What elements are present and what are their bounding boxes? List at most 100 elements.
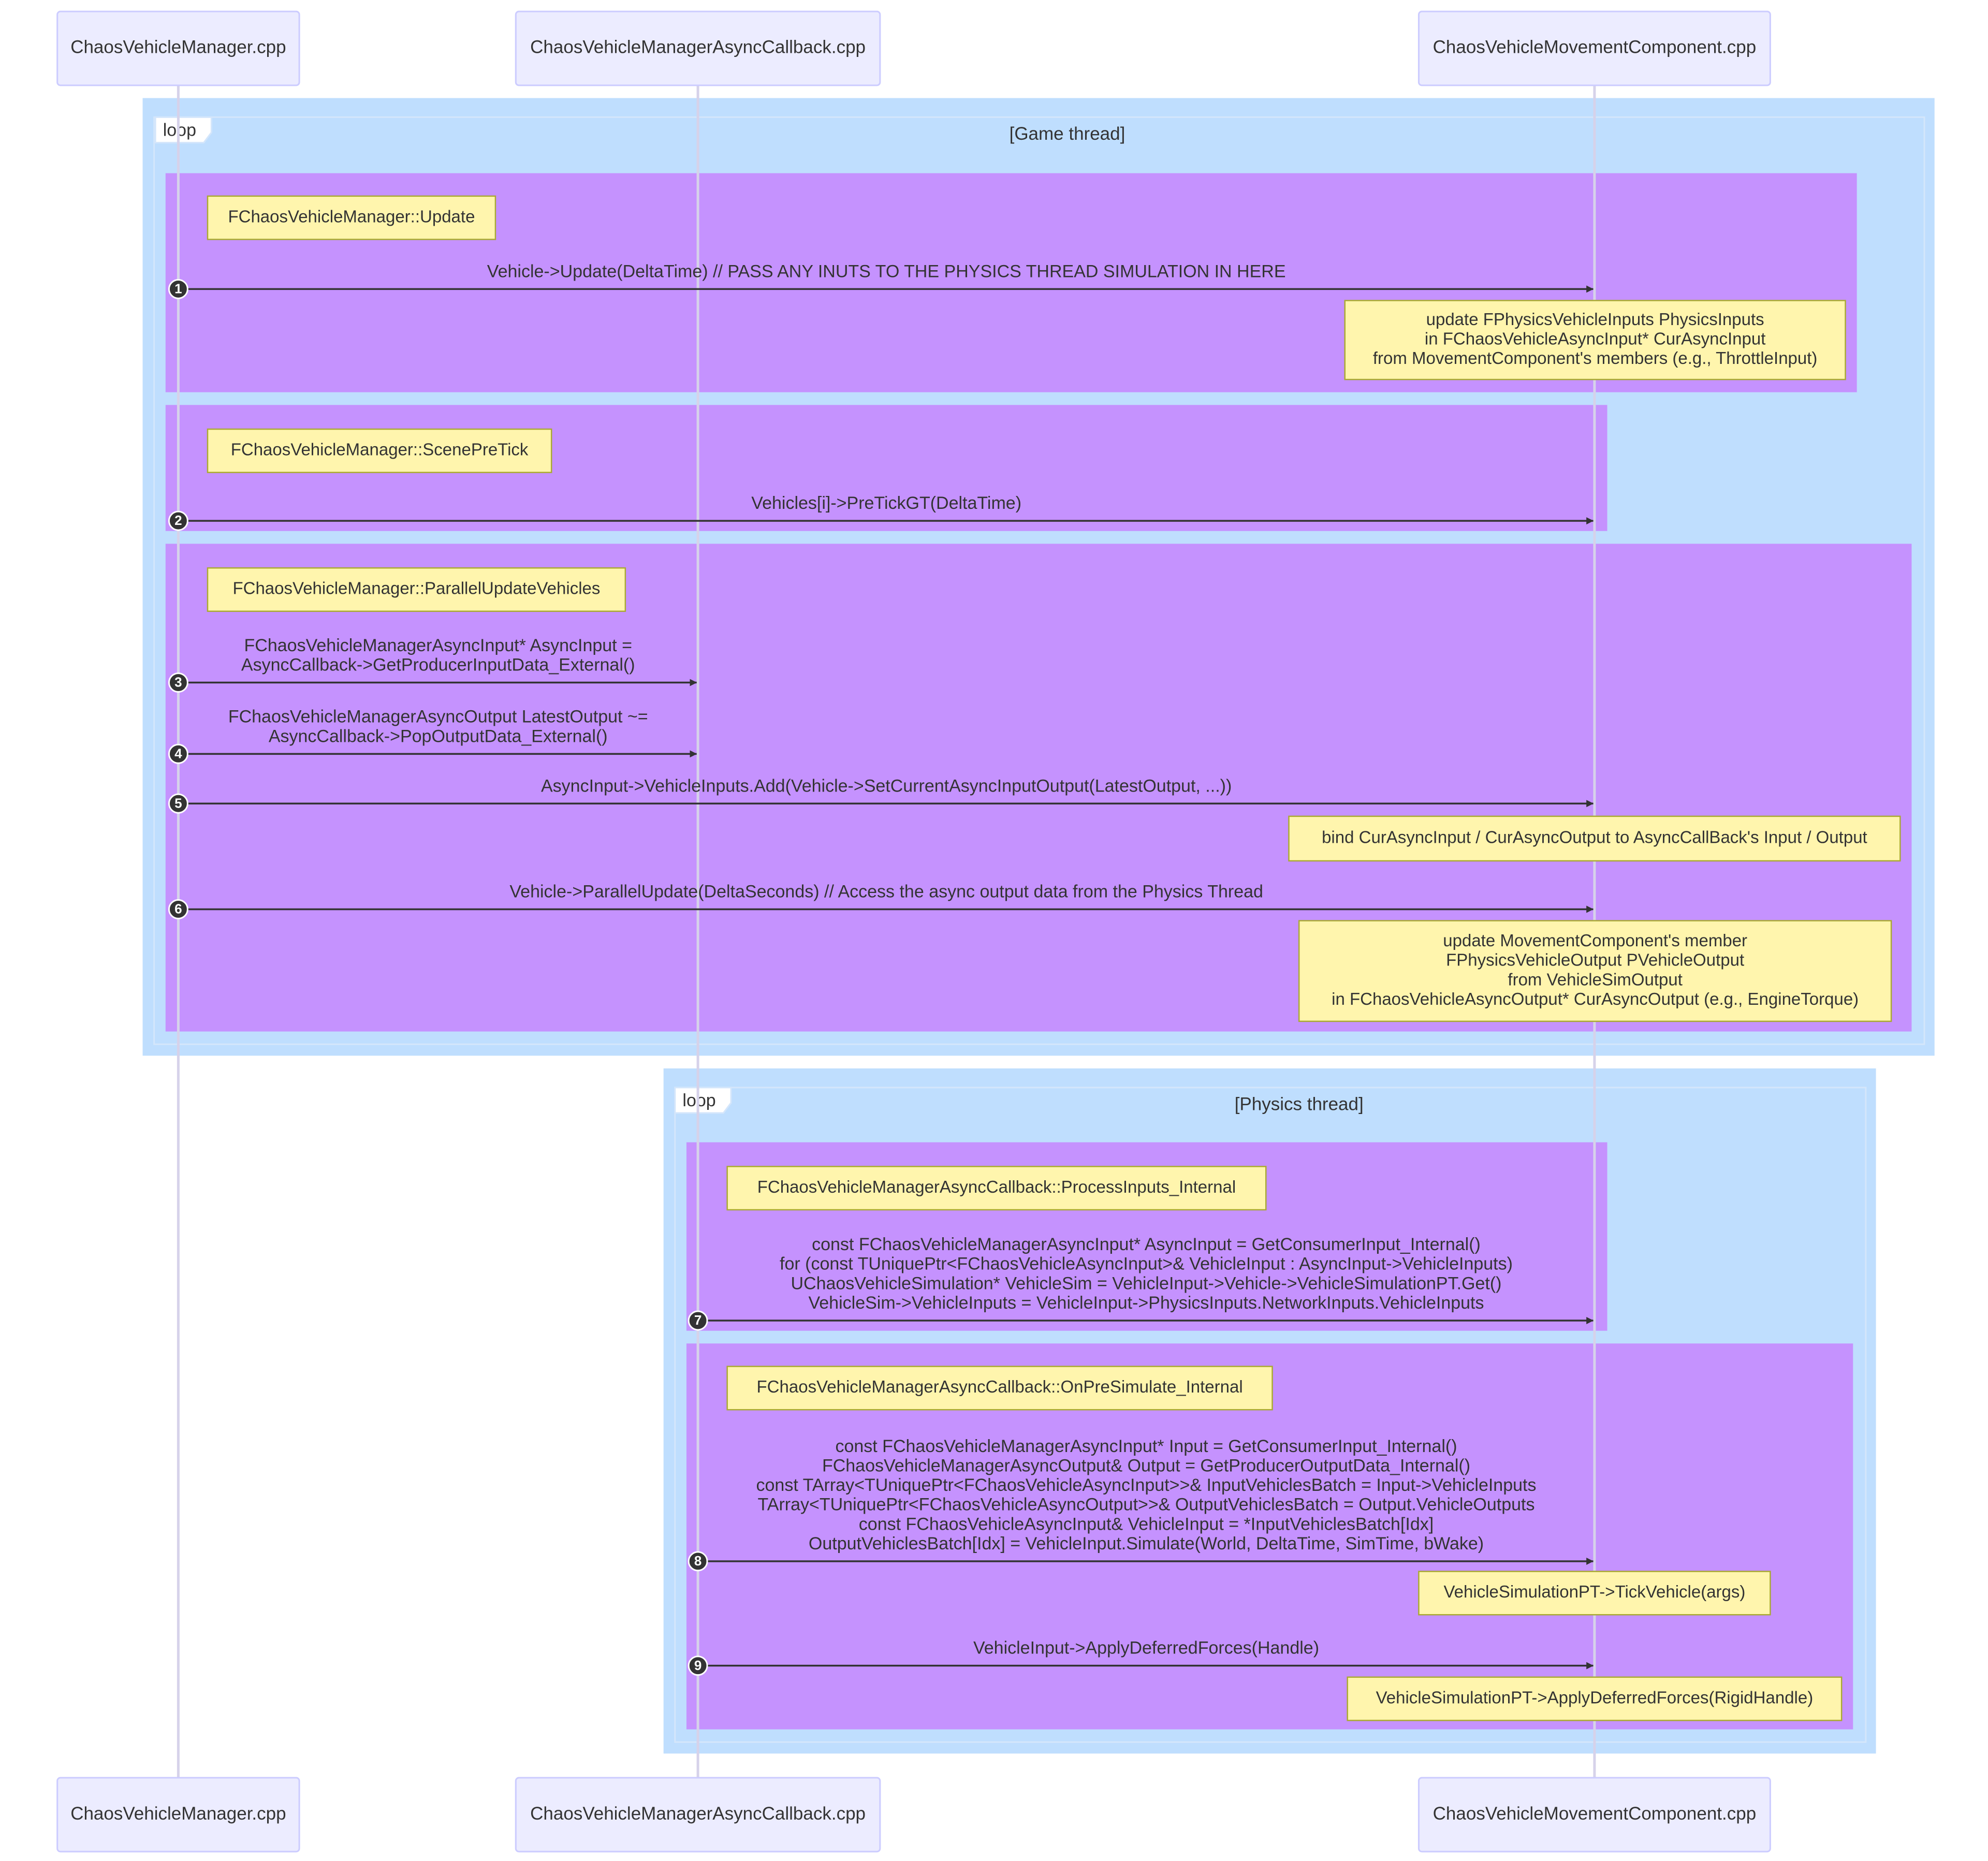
note-box (1418, 1571, 1771, 1616)
note-line: update FPhysicsVehicleInputs PhysicsInpu… (1426, 310, 1764, 329)
message-label-line: VehicleSim->VehicleInputs = VehicleInput… (808, 1293, 1484, 1313)
actor-label: ChaosVehicleManagerAsyncCallback.cpp (530, 1804, 866, 1824)
note-line: update MovementComponent's member (1443, 931, 1747, 950)
note-box (1344, 300, 1846, 380)
note-line: in FChaosVehicleAsyncInput* CurAsyncInpu… (1425, 329, 1766, 348)
message-1: 1 Vehicle->Update(DeltaTime) // PASS ANY … (168, 261, 1594, 299)
badge-circle (168, 672, 188, 693)
message-label-line: AsyncCallback->PopOutputData_External() (269, 726, 608, 746)
note-box (207, 567, 626, 612)
badge-number: 6 (174, 901, 182, 917)
sequence-number-badge: 4 (168, 743, 188, 764)
sequence-number-badge: 3 (168, 672, 188, 693)
note-box (207, 195, 496, 240)
message-9: 9VehicleInput->ApplyDeferredForces(Handl… (688, 1638, 1594, 1676)
note-box (1298, 920, 1892, 1022)
section-title-note: FChaosVehicleManager::Update (207, 195, 496, 240)
badge-circle (168, 510, 188, 531)
section-title-note: FChaosVehicleManager::ScenePreTick (207, 428, 552, 473)
badge-number: 3 (174, 675, 182, 690)
actor-label: ChaosVehicleManagerAsyncCallback.cpp (530, 37, 866, 57)
section-title: FChaosVehicleManager::ScenePreTick (231, 440, 529, 459)
note-box (1288, 815, 1901, 862)
actor-box (515, 1777, 881, 1853)
actor-mc-top: ChaosVehicleMovementComponent.cpp (1417, 10, 1771, 86)
sequence-number-badge: 9 (688, 1655, 708, 1676)
badge-number: 7 (694, 1312, 701, 1328)
actor-label: ChaosVehicleMovementComponent.cpp (1433, 37, 1757, 57)
badge-number: 4 (174, 745, 182, 761)
badge-number: 5 (174, 795, 182, 811)
badge-circle (688, 1655, 708, 1676)
actor-mgr-bottom: ChaosVehicleManager.cpp (56, 1777, 300, 1853)
note-n2: bind CurAsyncInput / CurAsyncOutput to A… (1288, 815, 1901, 862)
note-line: VehicleSimulationPT->ApplyDeferredForces… (1376, 1688, 1814, 1707)
actor-box (56, 1777, 300, 1853)
badge-circle (688, 1551, 708, 1572)
message-7: 7 const FChaosVehicleManagerAsyncInput* A… (688, 1235, 1594, 1331)
sequence-number-badge: 7 (688, 1310, 708, 1331)
badge-number: 1 (174, 281, 182, 297)
message-label-line: Vehicle->ParallelUpdate(DeltaSeconds) //… (509, 882, 1263, 901)
message-label-line: OutputVehiclesBatch[Idx] = VehicleInput.… (809, 1534, 1484, 1554)
message-label-line: for (const TUniquePtr<FChaosVehicleAsync… (780, 1254, 1513, 1274)
loop-inner-frame (153, 116, 1925, 1045)
note-line: from MovementComponent's members (e.g., … (1373, 348, 1818, 368)
actor-box (56, 10, 300, 86)
note-box (726, 1166, 1267, 1211)
note-line: FPhysicsVehicleOutput PVehicleOutput (1446, 950, 1744, 970)
note-line: from VehicleSimOutput (1508, 970, 1682, 989)
note-line: in FChaosVehicleAsyncOutput* CurAsyncOut… (1332, 989, 1859, 1008)
loop-label: [Game thread] (1010, 124, 1125, 144)
message-label-line: const FChaosVehicleManagerAsyncInput* As… (812, 1235, 1481, 1254)
message-label-line: Vehicles[i]->PreTickGT(DeltaTime) (751, 493, 1021, 513)
actor-mc-bottom: ChaosVehicleMovementComponent.cpp (1417, 1777, 1771, 1853)
message-label-line: FChaosVehicleManagerAsyncOutput LatestOu… (228, 707, 648, 727)
actor-label: ChaosVehicleManager.cpp (70, 1804, 286, 1824)
message-label-line: AsyncCallback->GetProducerInputData_Exte… (241, 655, 635, 675)
note-n1: update FPhysicsVehicleInputs PhysicsInpu… (1344, 300, 1846, 380)
message-label-line: TArray<TUniquePtr<FChaosVehicleAsyncOutp… (758, 1495, 1535, 1515)
note-n3: update MovementComponent's memberFPhysic… (1298, 920, 1892, 1022)
actor-label: ChaosVehicleMovementComponent.cpp (1433, 1804, 1757, 1824)
section-title: FChaosVehicleManagerAsyncCallback::Proce… (757, 1177, 1236, 1196)
section-title-note: FChaosVehicleManager::ParallelUpdateVehi… (207, 567, 626, 612)
message-label-line: Vehicle->Update(DeltaTime) // PASS ANY I… (487, 261, 1286, 281)
section-title: FChaosVehicleManager::Update (228, 207, 475, 226)
actor-cb-top: ChaosVehicleManagerAsyncCallback.cpp (515, 10, 881, 86)
loop-label: [Physics thread] (1235, 1094, 1364, 1115)
badge-number: 9 (694, 1658, 701, 1673)
badge-number: 8 (694, 1553, 701, 1569)
actor-mgr-top: ChaosVehicleManager.cpp (56, 10, 300, 86)
message-label-line: UChaosVehicleSimulation* VehicleSim = Ve… (791, 1273, 1501, 1293)
section-title: FChaosVehicleManagerAsyncCallback::OnPre… (757, 1377, 1243, 1396)
note-n4: VehicleSimulationPT->TickVehicle(args) (1418, 1571, 1771, 1616)
actor-label: ChaosVehicleManager.cpp (70, 37, 286, 57)
actor-box (1417, 1777, 1771, 1853)
actor-box (515, 10, 881, 86)
loop-inner-frame (674, 1087, 1867, 1743)
note-n5: VehicleSimulationPT->ApplyDeferredForces… (1347, 1676, 1843, 1721)
message-label-line: AsyncInput->VehicleInputs.Add(Vehicle->S… (541, 776, 1232, 796)
sequence-number-badge: 6 (168, 899, 188, 919)
message-label-line: FChaosVehicleManagerAsyncOutput& Output … (822, 1456, 1470, 1475)
message-6: 6 Vehicle->ParallelUpdate(DeltaSeconds) /… (168, 882, 1594, 919)
badge-circle (168, 279, 188, 299)
badge-circle (688, 1310, 708, 1331)
message-5: 5 AsyncInput->VehicleInputs.Add(Vehicle->… (168, 776, 1594, 814)
note-box (207, 428, 552, 473)
loop-tag-box (154, 116, 212, 144)
badge-circle (168, 793, 188, 814)
sequence-number-badge: 1 (168, 279, 188, 299)
loop-tag-box (674, 1087, 732, 1114)
section-title: FChaosVehicleManager::ParallelUpdateVehi… (232, 579, 600, 598)
note-box (726, 1366, 1273, 1411)
section-title-note: FChaosVehicleManagerAsyncCallback::Proce… (726, 1166, 1267, 1211)
badge-circle (168, 743, 188, 764)
sequence-number-badge: 5 (168, 793, 188, 814)
sequence-number-badge: 8 (688, 1551, 708, 1572)
note-line: bind CurAsyncInput / CurAsyncOutput to A… (1322, 828, 1867, 847)
note-line: VehicleSimulationPT->TickVehicle(args) (1443, 1582, 1745, 1601)
